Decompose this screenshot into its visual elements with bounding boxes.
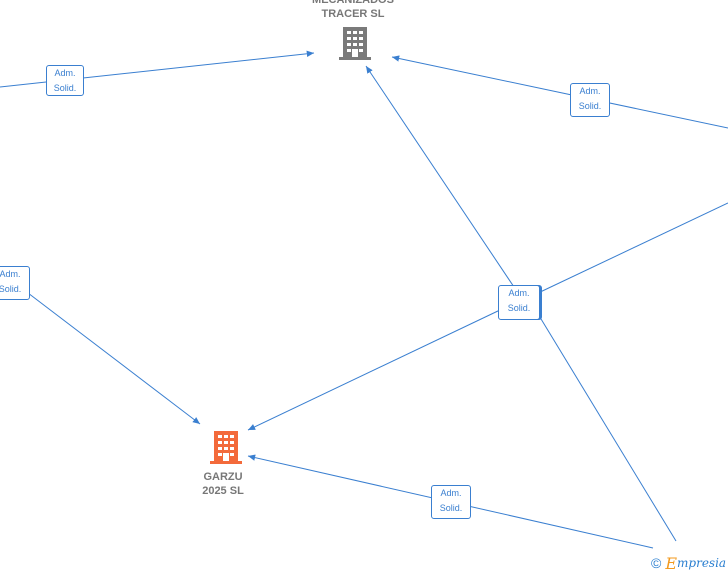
edge-hub-to-bottom bbox=[537, 313, 677, 542]
relation-type: Solid. bbox=[53, 83, 77, 93]
copyright-icon: © bbox=[651, 555, 662, 571]
relation-role: Adm. bbox=[508, 288, 530, 298]
relation-role: Adm. bbox=[440, 488, 462, 498]
relation-label[interactable]: Adm. Solid. bbox=[570, 83, 610, 117]
relation-type: Solid. bbox=[578, 101, 602, 111]
relation-type: Solid. bbox=[0, 284, 22, 294]
relation-type: Solid. bbox=[507, 303, 531, 313]
edge-right-to-mecanizados bbox=[391, 55, 728, 129]
edge-hub-to-mecanizados bbox=[365, 65, 517, 291]
edge-leftmid-to-garzu bbox=[27, 292, 201, 425]
building-icon[interactable] bbox=[210, 431, 242, 464]
footer-brand: © E mpresia bbox=[651, 553, 727, 573]
company-label-garzu[interactable]: GARZU 2025 SL bbox=[202, 471, 244, 497]
building-icon[interactable] bbox=[339, 27, 371, 60]
relation-label[interactable]: Adm. Solid. bbox=[46, 65, 84, 96]
relation-label[interactable]: Adm. Solid. bbox=[0, 266, 30, 300]
relation-type: Solid. bbox=[439, 503, 463, 513]
relation-label[interactable]: Adm. Solid. bbox=[498, 285, 540, 320]
relation-role: Adm. bbox=[0, 269, 21, 279]
relation-label[interactable]: Adm. Solid. bbox=[431, 485, 471, 519]
brand-logo-initial: E bbox=[665, 553, 678, 573]
brand-logo-text: mpresia bbox=[677, 556, 727, 570]
relation-role: Adm. bbox=[54, 68, 76, 78]
edge-hub-to-right bbox=[535, 202, 728, 295]
relation-role: Adm. bbox=[579, 86, 601, 96]
edge-hub-to-garzu bbox=[247, 309, 501, 431]
company-label-mecanizados[interactable]: MECANIZADOS TRACER SL bbox=[312, 0, 394, 20]
